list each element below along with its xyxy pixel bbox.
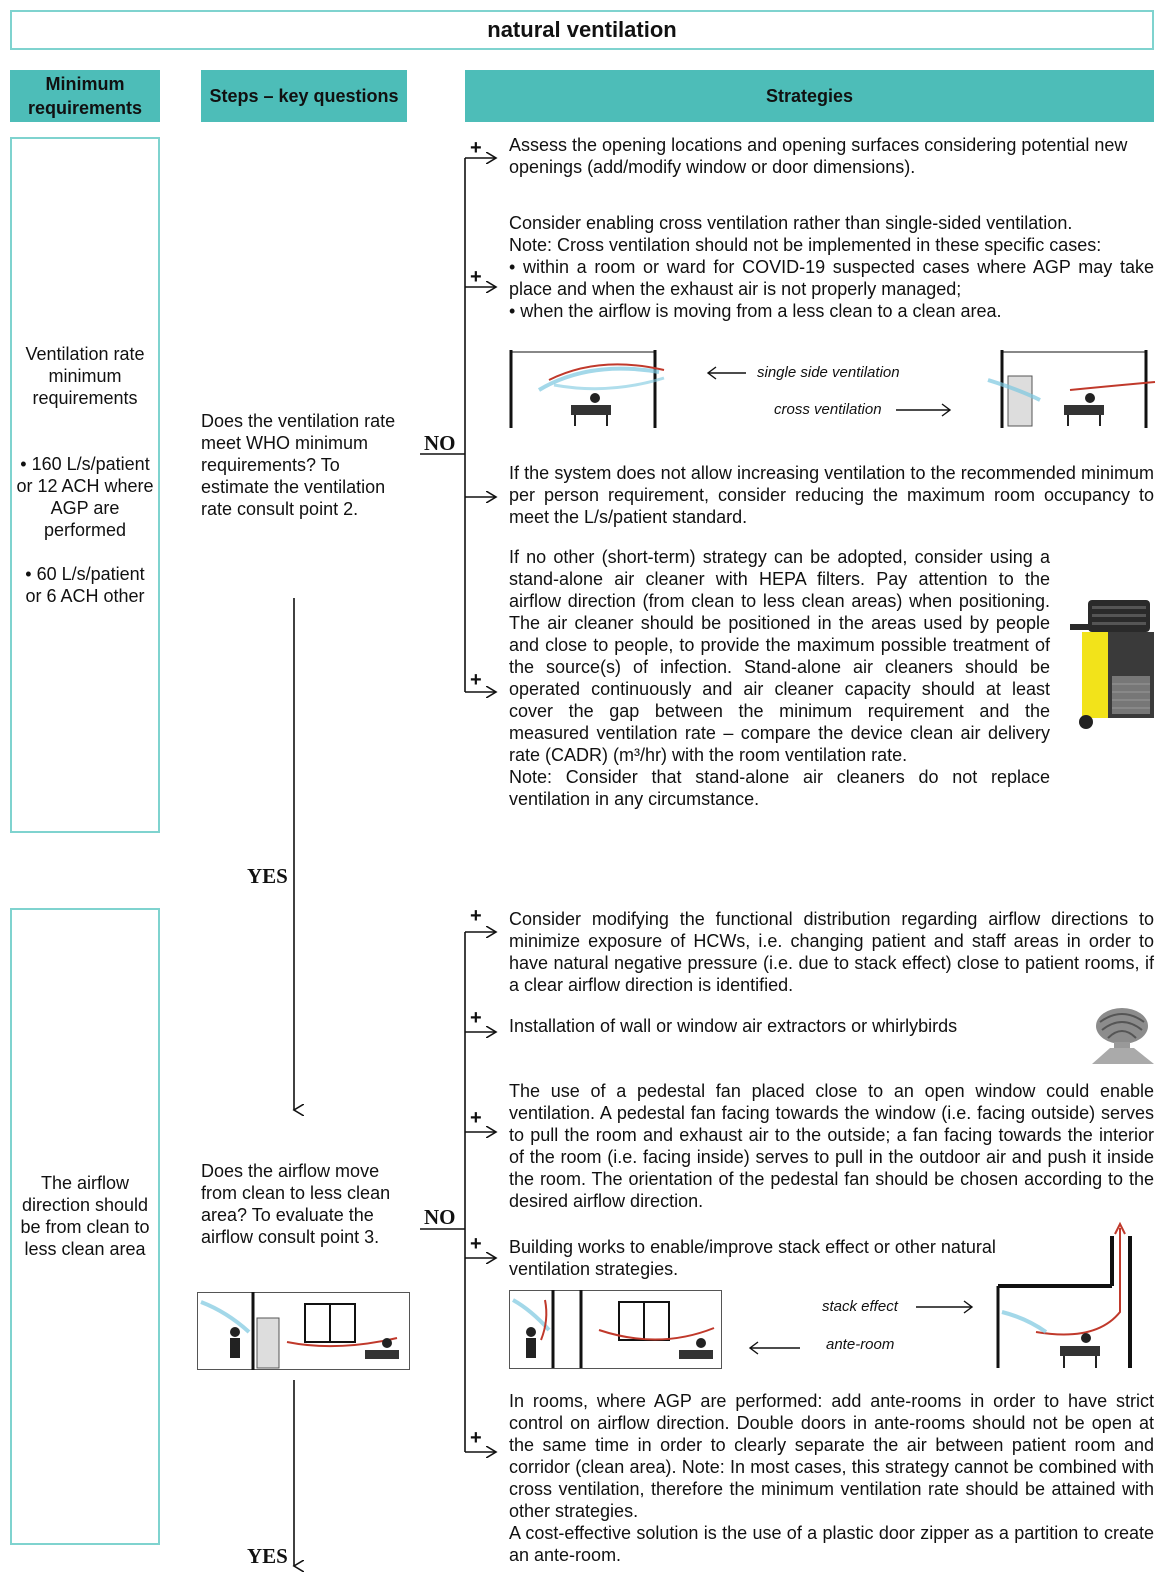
- strategy-text: Consider enabling cross ventilation rath…: [509, 212, 1154, 234]
- right-arrow-icon: [914, 1298, 976, 1316]
- strategy-air-extractors: Installation of wall or window air extra…: [509, 1015, 1029, 1037]
- strategy-opening-locations: Assess the opening locations and opening…: [509, 134, 1154, 178]
- plus-icon: +: [470, 1108, 482, 1128]
- strategy-ante-rooms: In rooms, where AGP are performed: add a…: [509, 1390, 1154, 1566]
- airflow-direction-illustration: [197, 1292, 410, 1370]
- cross-ventilation-illustration: [1000, 350, 1150, 430]
- strategy-reduce-occupancy: If the system does not allow increasing …: [509, 462, 1154, 528]
- figure-label-ante-room: ante-room: [826, 1336, 894, 1353]
- left-arrow-icon: [706, 364, 756, 382]
- stack-effect-illustration: [996, 1222, 1146, 1370]
- strategy-functional-distribution: Consider modifying the functional distri…: [509, 908, 1154, 996]
- single-side-ventilation-illustration: [509, 350, 659, 430]
- plus-icon: +: [470, 138, 482, 158]
- whirlybird-icon: [1088, 1004, 1158, 1068]
- strategy-bullet: • when the airflow is moving from a less…: [509, 300, 1154, 322]
- strategy-cross-ventilation: Consider enabling cross ventilation rath…: [509, 212, 1154, 322]
- strategy-building-works: Building works to enable/improve stack e…: [509, 1236, 1009, 1280]
- plus-icon: +: [470, 670, 482, 690]
- plus-icon: +: [470, 1428, 482, 1448]
- air-cleaner-icon: [1068, 596, 1158, 732]
- figure-label-stack-effect: stack effect: [822, 1298, 898, 1315]
- ante-room-illustration: [509, 1290, 723, 1370]
- plus-icon: +: [470, 1234, 482, 1254]
- strategy-text: If no other (short-term) strategy can be…: [509, 546, 1050, 766]
- plus-icon: +: [470, 267, 482, 287]
- strategy-note: Note: Cross ventilation should not be im…: [509, 234, 1154, 256]
- strategy-pedestal-fan: The use of a pedestal fan placed close t…: [509, 1080, 1154, 1212]
- strategy-air-cleaner: If no other (short-term) strategy can be…: [509, 546, 1050, 810]
- right-arrow-icon: [894, 401, 954, 419]
- strategy-text: In rooms, where AGP are performed: add a…: [509, 1390, 1154, 1522]
- strategy-bullet: • within a room or ward for COVID-19 sus…: [509, 256, 1154, 300]
- left-arrow-icon: [748, 1339, 804, 1357]
- plus-icon: +: [470, 906, 482, 926]
- strategy-note: Note: Consider that stand-alone air clea…: [509, 766, 1050, 810]
- strategy-text: A cost-effective solution is the use of …: [509, 1522, 1154, 1566]
- figure-label-cross: cross ventilation: [774, 401, 882, 418]
- figure-label-single-side: single side ventilation: [757, 364, 900, 381]
- plus-icon: +: [470, 1008, 482, 1028]
